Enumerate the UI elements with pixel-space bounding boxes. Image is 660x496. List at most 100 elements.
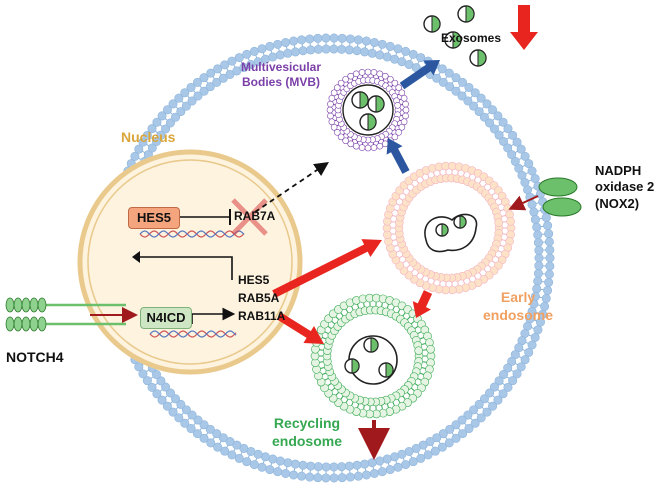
lipid-tail xyxy=(320,368,324,369)
lipid-tail xyxy=(387,82,388,84)
lipid-head xyxy=(258,463,266,471)
lipid-head xyxy=(383,455,391,463)
recycling-vesicle xyxy=(364,338,378,352)
lipid-tail xyxy=(403,55,404,57)
lipid-head xyxy=(544,229,552,237)
lipid-tail xyxy=(515,151,517,152)
rab7a-label: RAB7A xyxy=(234,209,275,223)
lipid-tail xyxy=(422,177,424,181)
lipid-tail xyxy=(482,107,484,109)
lipid-tail xyxy=(147,370,149,371)
lipid-head xyxy=(314,462,322,470)
lipid-head xyxy=(289,471,297,479)
lipid-head xyxy=(543,221,551,229)
lipid-head xyxy=(306,35,314,43)
lipid-tail xyxy=(440,171,441,175)
lipid-tail xyxy=(332,388,335,391)
lipid-tail xyxy=(420,338,424,339)
recycling-endosome-line1: Recycling xyxy=(262,415,352,433)
lipid-tail xyxy=(165,119,167,121)
lipid-head xyxy=(401,47,409,55)
lipid-tail xyxy=(393,402,395,406)
lipid-tail xyxy=(416,180,418,183)
lipid-tail xyxy=(458,428,460,430)
lipid-head xyxy=(534,231,542,239)
lipid-head xyxy=(330,463,338,471)
exosomes-label: Exosomes xyxy=(441,31,501,46)
early-vesicle xyxy=(436,224,448,236)
lipid-tail xyxy=(328,383,331,385)
lipid-tail xyxy=(538,211,541,212)
n4icd-box: N4ICD xyxy=(140,307,192,329)
lipid-head xyxy=(534,269,542,277)
lipid-tail xyxy=(488,113,490,115)
lipid-head xyxy=(371,69,377,75)
lipid-tail xyxy=(500,245,504,246)
lipid-tail xyxy=(465,423,467,425)
lipid-tail xyxy=(399,256,402,258)
lipid-head xyxy=(354,472,362,480)
mvb-label: Multivesicular Bodies (MVB) xyxy=(229,60,333,90)
vesicle-cargo xyxy=(466,6,474,22)
lipid-tail xyxy=(206,81,207,83)
lipid-tail xyxy=(403,193,406,195)
notch4-egf-repeat xyxy=(14,317,22,331)
lipid-tail xyxy=(529,180,531,181)
lipid-tail xyxy=(373,467,374,470)
exosome xyxy=(470,50,486,66)
lipid-tail xyxy=(422,344,426,345)
lipid-head xyxy=(330,474,338,482)
lipid-head xyxy=(297,472,305,480)
lipid-tail xyxy=(378,77,379,79)
lipid-tail xyxy=(352,79,353,81)
lipid-head xyxy=(330,34,338,42)
lipid-head xyxy=(273,40,281,48)
lipid-head xyxy=(327,113,333,119)
lipid-tail xyxy=(396,251,400,253)
lipid-head xyxy=(331,124,337,130)
lipid-tail xyxy=(428,174,429,178)
lipid-tail xyxy=(474,177,476,181)
notch4-egf-repeat xyxy=(22,317,30,331)
lipid-tail xyxy=(440,281,441,285)
lipid-head xyxy=(394,463,402,471)
lipid-head xyxy=(338,34,346,42)
lipid-head xyxy=(386,42,394,50)
lipid-tail xyxy=(358,404,359,408)
lipid-tail xyxy=(433,280,434,284)
lipid-head xyxy=(370,469,378,477)
lipid-head xyxy=(368,49,376,57)
lipid-head xyxy=(545,238,553,246)
lipid-tail xyxy=(502,216,506,217)
lipid-tail xyxy=(469,278,470,282)
lipid-head xyxy=(337,462,345,470)
recycling-endosome-line2: endosome xyxy=(262,433,352,451)
lipid-tail xyxy=(396,461,397,463)
lipid-head xyxy=(338,473,346,481)
lipid-head xyxy=(281,469,289,477)
lipid-head xyxy=(535,262,543,270)
lipid-tail xyxy=(422,368,426,369)
lipid-head xyxy=(403,113,409,119)
notch4-egf-repeat xyxy=(14,298,22,312)
lipid-tail xyxy=(479,273,481,276)
lipid-tail xyxy=(536,203,539,204)
lipid-head xyxy=(329,119,335,125)
lipid-head xyxy=(376,51,384,59)
notch4-egf-repeat xyxy=(30,298,38,312)
lipid-tail xyxy=(477,413,479,415)
lipid-head xyxy=(360,48,368,56)
lipid-tail xyxy=(171,113,173,115)
early-endosome-lumen xyxy=(425,214,477,251)
lipid-tail xyxy=(420,373,424,374)
lipid-tail xyxy=(340,129,342,130)
lipid-tail xyxy=(526,173,528,174)
lipid-tail xyxy=(220,441,221,443)
lipid-tail xyxy=(346,309,348,312)
lipid-tail xyxy=(352,306,354,310)
early-endosome-line1: Early xyxy=(470,289,566,307)
lipid-tail xyxy=(411,455,412,457)
lipid-tail xyxy=(388,50,389,53)
lipid-tail xyxy=(393,306,395,310)
lipid-tail xyxy=(495,256,498,258)
